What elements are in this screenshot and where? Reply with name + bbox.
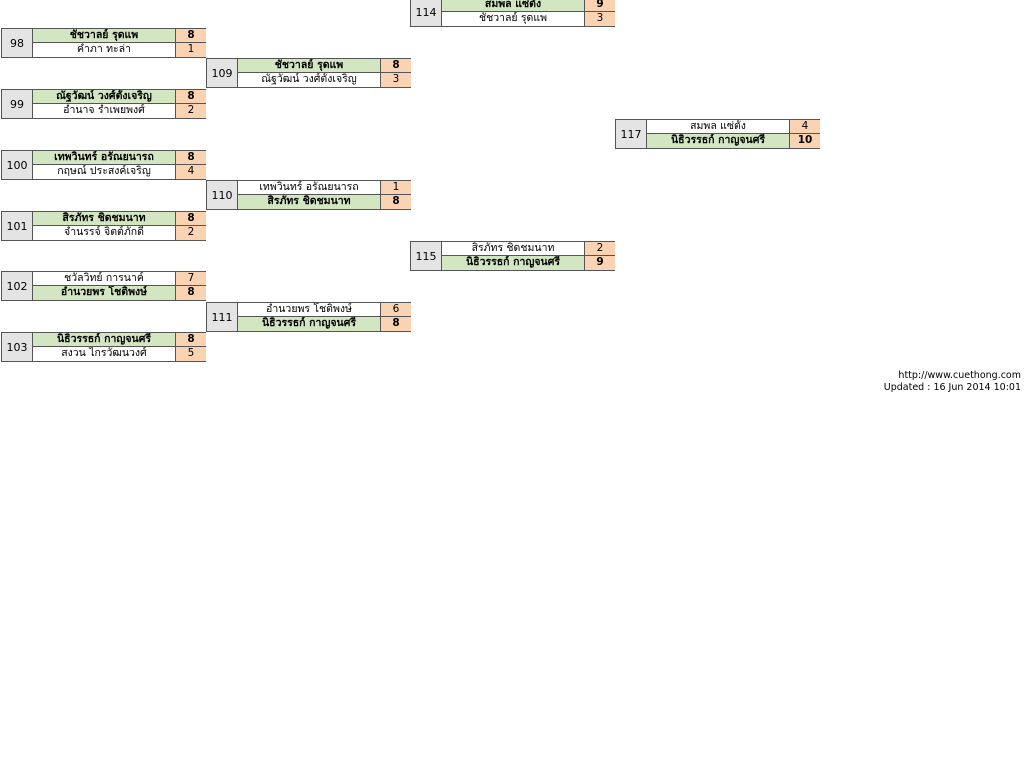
player-score: 6 [380, 303, 411, 316]
match-number: 110 [206, 180, 238, 210]
player-name: นิธิวรรธก์ กาญจนศรี [238, 317, 380, 331]
player-name: ชัชวาลย์ รุดแพ [33, 29, 175, 42]
player-name: ชวัลวิทย์ การนาค์ [64, 272, 144, 284]
player-score: 8 [175, 151, 206, 164]
player-row: สิรภัทร ชิดชมนาท 2 [441, 241, 615, 256]
player-score: 8 [175, 90, 206, 103]
player-name: เทพวินทร์ อรัณยนารถ [33, 151, 175, 164]
player-row: จำนรรจ์ จิตต์ภักดี 2 [32, 226, 206, 241]
player-score: 8 [380, 59, 411, 72]
player-name: สิรภัทร ชิดชมนาท [471, 242, 555, 254]
player-score: 3 [380, 73, 411, 87]
player-name: สมพล แซ่ตั้ง [690, 120, 746, 132]
player-row: เทพวินทร์ อรัณยนารถ 1 [237, 180, 411, 195]
match-number: 115 [410, 241, 442, 271]
player-row: ณัฐวัฒน์ วงศ์ตั้งเจริญ 3 [237, 73, 411, 88]
player-name: อำนวยพร โชติพงษ์ [33, 286, 175, 300]
player-score: 1 [380, 181, 411, 194]
player-name: นิธิวรรธก์ กาญจนศรี [442, 256, 584, 270]
player-name: คำภา ทะล่า [77, 43, 131, 55]
match-number: 103 [1, 332, 33, 362]
player-row: ณัฐวัฒน์ วงศ์ตั้งเจริญ 8 [32, 89, 206, 104]
match-number: 102 [1, 271, 33, 301]
player-name: อำนาจ รำเพยพงศ์ [63, 104, 145, 116]
player-name: ชัชวาลย์ รุดแพ [478, 12, 548, 24]
player-score: 8 [380, 317, 411, 331]
player-name: ณัฐวัฒน์ วงศ์ตั้งเจริญ [33, 90, 175, 103]
player-score: 9 [584, 256, 615, 270]
match-number: 99 [1, 89, 33, 119]
player-score: 1 [175, 43, 206, 57]
player-score: 8 [175, 333, 206, 346]
player-name: สิรภัทร ชิดชมนาท [33, 212, 175, 225]
match-number: 109 [206, 58, 238, 88]
player-name: ชัชวาลย์ รุดแพ [238, 59, 380, 72]
player-score: 5 [175, 347, 206, 361]
player-row: สิรภัทร ชิดชมนาท 8 [32, 211, 206, 226]
player-row: เทพวินทร์ อรัณยนารถ 8 [32, 150, 206, 165]
player-name: อำนวยพร โชติพงษ์ [266, 303, 352, 315]
player-row: สิรภัทร ชิดชมนาท 8 [237, 195, 411, 210]
player-row: ชัชวาลย์ รุดแพ 3 [441, 12, 615, 27]
player-score: 4 [789, 120, 820, 133]
player-name: จำนรรจ์ จิตต์ภักดี [64, 226, 144, 238]
player-row: อำนาจ รำเพยพงศ์ 2 [32, 104, 206, 119]
player-row: สมพล แซ่ตั้ง 9 [441, 0, 615, 12]
player-name: ณัฐวัฒน์ วงศ์ตั้งเจริญ [261, 73, 357, 85]
player-score: 4 [175, 165, 206, 179]
player-score: 3 [584, 12, 615, 26]
match-number: 117 [615, 119, 647, 149]
player-row: สมพล แซ่ตั้ง 4 [646, 119, 820, 134]
player-name: กฤษณ์ ประสงค์เจริญ [57, 165, 151, 177]
player-row: นิธิวรรธก์ กาญจนศรี 10 [646, 134, 820, 149]
player-score: 8 [380, 195, 411, 209]
player-row: นิธิวรรธก์ กาญจนศรี 8 [237, 317, 411, 332]
player-score: 2 [584, 242, 615, 255]
match-number: 98 [1, 28, 33, 58]
player-name: เทพวินทร์ อรัณยนารถ [259, 181, 359, 193]
footer-updated: Updated : 16 Jun 2014 10:01 [883, 382, 1021, 393]
player-row: นิธิวรรธก์ กาญจนศรี 9 [441, 256, 615, 271]
player-score: 2 [175, 104, 206, 118]
match-number: 114 [410, 0, 442, 27]
player-row: คำภา ทะล่า 1 [32, 43, 206, 58]
player-name: สงวน ไกรวัฒนวงศ์ [61, 347, 147, 359]
player-score: 8 [175, 286, 206, 300]
footer-url[interactable]: http://www.cuethong.com [898, 370, 1021, 381]
match-number: 101 [1, 211, 33, 241]
player-row: ชัชวาลย์ รุดแพ 8 [237, 58, 411, 73]
player-score: 9 [584, 0, 615, 11]
player-name: สมพล แซ่ตั้ง [442, 0, 584, 11]
match-number: 100 [1, 150, 33, 180]
player-row: นิธิวรรธก์ กาญจนศรี 8 [32, 332, 206, 347]
player-row: ชวัลวิทย์ การนาค์ 7 [32, 271, 206, 286]
footer: http://www.cuethong.com Updated : 16 Jun… [884, 370, 1021, 394]
player-row: สงวน ไกรวัฒนวงศ์ 5 [32, 347, 206, 362]
match-number: 111 [206, 302, 238, 332]
player-row: อำนวยพร โชติพงษ์ 6 [237, 302, 411, 317]
player-row: อำนวยพร โชติพงษ์ 8 [32, 286, 206, 301]
player-row: กฤษณ์ ประสงค์เจริญ 4 [32, 165, 206, 180]
player-score: 7 [175, 272, 206, 285]
player-score: 8 [175, 212, 206, 225]
player-name: นิธิวรรธก์ กาญจนศรี [33, 333, 175, 346]
player-row: ชัชวาลย์ รุดแพ 8 [32, 28, 206, 43]
player-score: 10 [789, 134, 820, 148]
player-score: 2 [175, 226, 206, 240]
player-name: นิธิวรรธก์ กาญจนศรี [647, 134, 789, 148]
player-score: 8 [175, 29, 206, 42]
player-name: สิรภัทร ชิดชมนาท [238, 195, 380, 209]
